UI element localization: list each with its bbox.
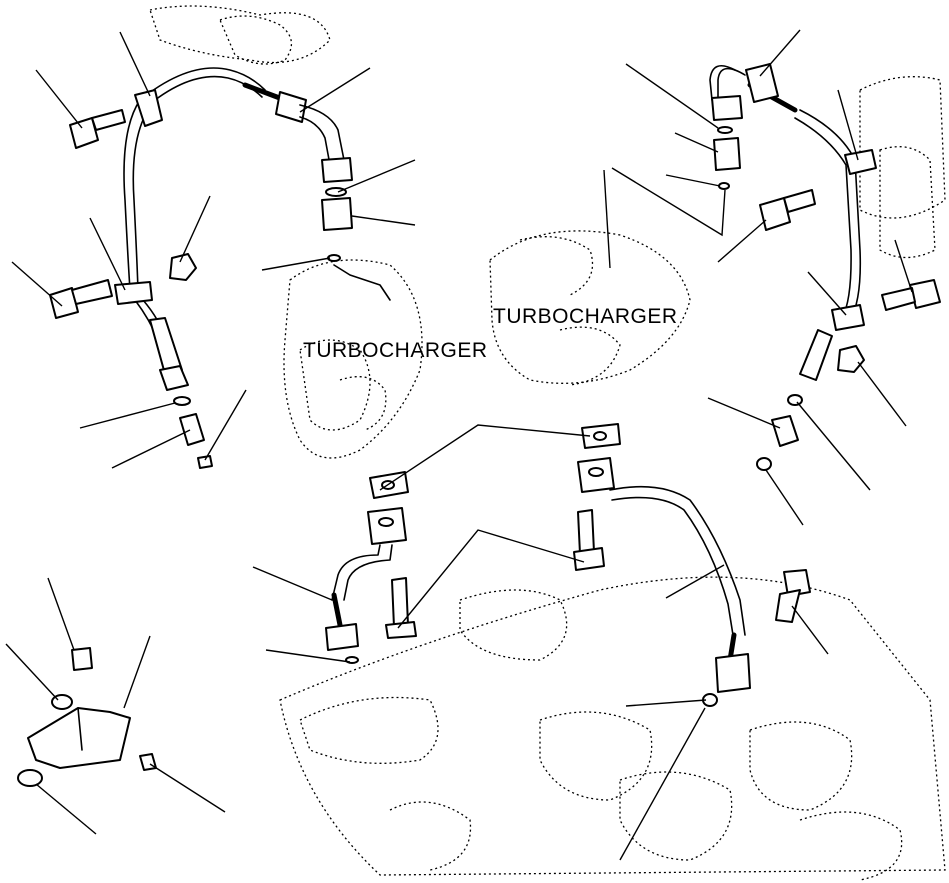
hose-fitting-left <box>149 317 189 391</box>
return-tube-left <box>325 507 407 664</box>
stud-bolt-right <box>775 569 811 623</box>
hose-fitting-right <box>756 329 833 471</box>
tube-clamp-upper <box>134 89 163 127</box>
turbocharger-label-right: TURBOCHARGER <box>493 305 678 328</box>
turbocharger-label-left: TURBOCHARGER <box>303 339 488 362</box>
mounting-bracket <box>17 647 157 787</box>
banjo-bolt-right-lower <box>881 279 941 311</box>
flange-gasket-right <box>581 423 621 449</box>
hex-nut-right <box>837 345 865 373</box>
flange-bolt-left <box>385 577 417 639</box>
elbow-fitting-top-center <box>242 82 391 301</box>
tube-clamp-upper-right <box>844 149 877 175</box>
banjo-bolt-right-upper <box>759 189 816 231</box>
tube-clamp-lower-right <box>831 304 865 331</box>
banjo-bolt-lower-left <box>49 279 113 319</box>
tube-clamp-middle <box>114 281 153 305</box>
flange-bolt-right <box>573 509 605 571</box>
upper-right-oil-tube <box>709 63 862 321</box>
hex-nut-left <box>169 253 197 281</box>
banjo-bolt-upper-left <box>69 109 126 149</box>
engine-block-outline <box>149 5 946 881</box>
return-tube-right <box>577 457 751 707</box>
small-fitting-left <box>173 396 213 469</box>
leader-lines <box>5 29 913 861</box>
